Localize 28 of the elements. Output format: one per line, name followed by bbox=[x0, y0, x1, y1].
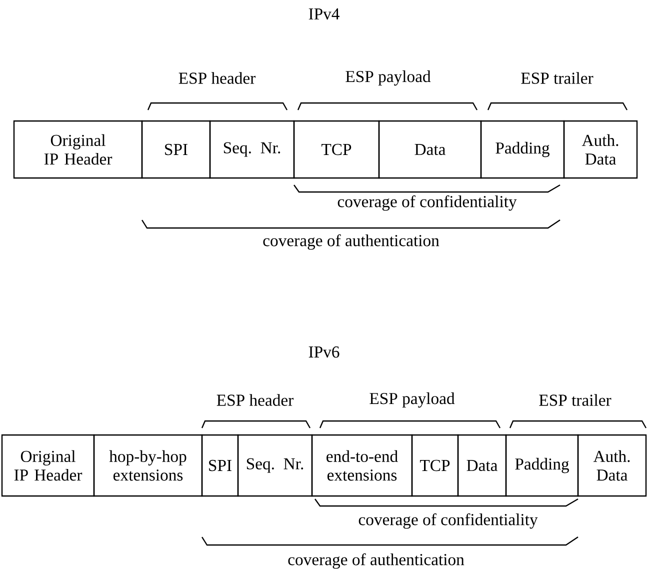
header-field: SPI bbox=[141, 120, 211, 179]
header-field: Seq. Nr. bbox=[209, 120, 295, 179]
header-field: Original IP Header bbox=[13, 120, 143, 179]
header-field: TCP bbox=[411, 434, 459, 497]
header-field: Data bbox=[378, 120, 482, 179]
header-field: Auth. Data bbox=[577, 434, 647, 497]
header-field: hop-by-hop extensions bbox=[93, 434, 203, 497]
header-field: Seq. Nr. bbox=[237, 434, 313, 497]
bracket-label: coverage of confidentiality bbox=[338, 195, 517, 211]
header-field: end-to-end extensions bbox=[311, 434, 413, 497]
header-field: Data bbox=[457, 434, 507, 497]
header-field: TCP bbox=[293, 120, 380, 179]
header-field: Auth. Data bbox=[563, 120, 638, 179]
bracket-label: coverage of authentication bbox=[288, 553, 464, 569]
bracket-label: ESP payload bbox=[346, 70, 431, 86]
header-field: Original IP Header bbox=[1, 434, 95, 497]
header-field: Padding bbox=[505, 434, 579, 497]
bracket-label: coverage of confidentiality bbox=[358, 513, 538, 529]
section-title: IPv4 bbox=[308, 8, 340, 20]
bracket-label: ESP header bbox=[216, 394, 294, 406]
bracket-label: ESP trailer bbox=[539, 394, 612, 406]
bracket-label: ESP payload bbox=[370, 392, 455, 408]
bracket-label: ESP header bbox=[178, 72, 256, 84]
bracket-label: ESP trailer bbox=[521, 72, 594, 84]
bracket-label: coverage of authentication bbox=[263, 234, 440, 250]
header-field: Padding bbox=[480, 120, 565, 179]
section-title: IPv6 bbox=[308, 346, 340, 358]
header-field: SPI bbox=[201, 434, 239, 497]
